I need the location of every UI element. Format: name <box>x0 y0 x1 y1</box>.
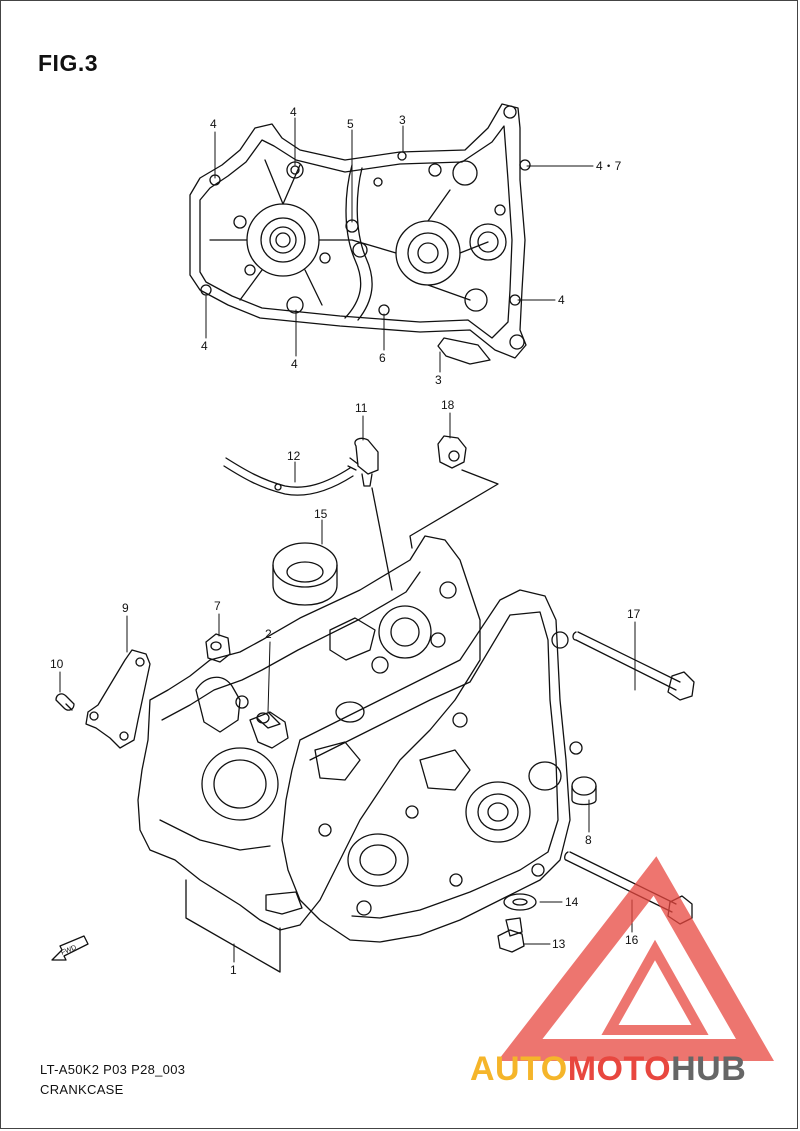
callout-15: 15 <box>314 507 328 521</box>
figure-name: CRANKCASE <box>40 1082 124 1097</box>
breather-hose <box>223 457 354 496</box>
callout-8: 8 <box>585 833 592 847</box>
figure-code: LT-A50K2 P03 P28_003 <box>40 1062 186 1077</box>
callout-5: 5 <box>347 117 354 131</box>
callout-7: 7 <box>214 599 221 613</box>
callout-6: 6 <box>379 351 386 365</box>
callout-14: 14 <box>565 895 579 909</box>
callout-4: 4 <box>558 293 565 307</box>
watermark-logo-icon <box>497 856 775 1061</box>
crankcase-gasket <box>189 103 531 365</box>
callout-3: 3 <box>399 113 406 127</box>
watermark-part-hub: HUB <box>671 1050 747 1088</box>
callout-3: 3 <box>435 373 442 387</box>
bearing <box>272 542 338 606</box>
callout-1: 1 <box>230 963 237 977</box>
callout-4: 4 <box>291 357 298 371</box>
callout-18: 18 <box>441 398 455 412</box>
callout-10: 10 <box>50 657 64 671</box>
callout-13: 13 <box>552 937 566 951</box>
callout-2: 2 <box>265 627 272 641</box>
crankcase-halves <box>137 535 583 973</box>
washer <box>503 893 537 911</box>
callout-4: 4 <box>210 117 217 131</box>
fwd-arrow-icon <box>51 935 89 961</box>
watermark-text: AUTOMOTOHUB <box>470 1050 746 1089</box>
callout-16: 16 <box>625 933 639 947</box>
callout-11: 11 <box>355 401 368 415</box>
plug-cap <box>437 435 467 469</box>
bush <box>571 776 597 806</box>
callout-4-7: 4・7 <box>596 159 622 173</box>
nut <box>205 633 231 663</box>
dowel-pin <box>256 712 281 729</box>
screw <box>55 693 75 711</box>
callout-4: 4 <box>201 339 208 353</box>
callout-9: 9 <box>122 601 129 615</box>
watermark-part-auto: AUTO <box>470 1050 568 1088</box>
callout-4: 4 <box>290 105 297 119</box>
watermark-part-moto: MOTO <box>567 1050 672 1088</box>
long-bolt <box>572 631 695 701</box>
callout-12: 12 <box>287 449 301 463</box>
breather-fitting <box>347 437 379 487</box>
bracket <box>85 649 151 749</box>
drain-plug <box>497 917 525 953</box>
figure-title: FIG.3 <box>38 50 99 76</box>
callout-17: 17 <box>627 607 641 621</box>
